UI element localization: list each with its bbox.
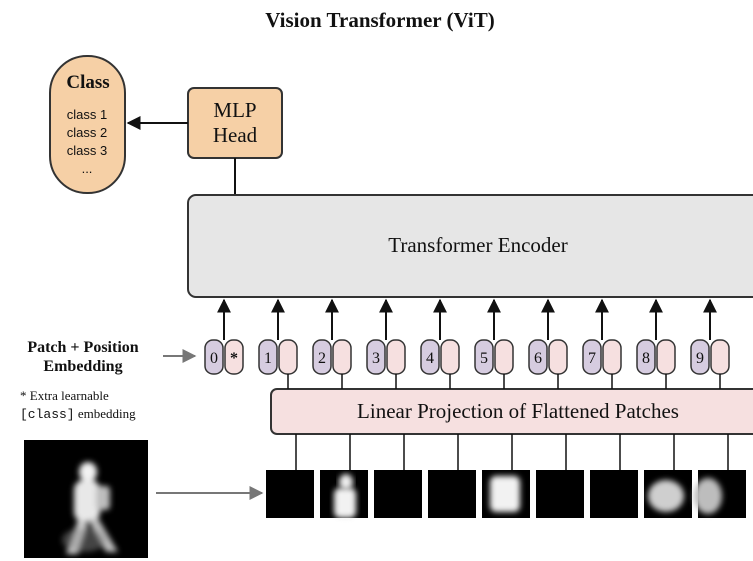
image-patch-6 [536, 434, 584, 518]
position-embedding-2 [312, 339, 332, 375]
position-embedding-6 [528, 339, 548, 375]
diagram-title: Vision Transformer (ViT) [265, 8, 494, 32]
transformer-encoder-label: Transformer Encoder [388, 233, 567, 257]
transformer-encoder-box [187, 194, 753, 298]
image-patch-2 [320, 434, 368, 518]
embedding-label-line1: Patch + Position [27, 339, 138, 356]
token-7: 7 [582, 339, 622, 375]
mlp-head-line2: Head [213, 123, 258, 147]
class-item-ellipsis: ... [82, 161, 93, 176]
image-patch-7 [590, 434, 638, 518]
image-patch-3 [374, 434, 422, 518]
token-2: 2 [312, 339, 352, 375]
class-embedding-note: [class] embedding [20, 406, 136, 422]
image-patch-9 [694, 434, 746, 518]
position-embedding-1 [258, 339, 278, 375]
position-index-7: 7 [588, 350, 596, 367]
position-embedding-5 [474, 339, 494, 375]
position-embedding-7 [582, 339, 602, 375]
token-6: 6 [528, 339, 568, 375]
position-embedding-8 [636, 339, 656, 375]
class-token-code: [class] [20, 407, 75, 422]
class-item-2: class 2 [67, 125, 107, 140]
mlp-head-line1: MLP [213, 98, 256, 122]
class-item-3: class 3 [67, 143, 107, 158]
token-5: 5 [474, 339, 514, 375]
position-index-0: 0 [210, 350, 218, 367]
class-embedding-note-rest: embedding [75, 406, 137, 421]
position-index-9: 9 [696, 350, 704, 367]
patch-embedding-1 [278, 339, 298, 375]
position-embedding-9 [690, 339, 710, 375]
token-0: 0* [204, 339, 244, 375]
image-patch-5 [482, 434, 530, 518]
patch-embedding-5 [494, 339, 514, 375]
patch-sequence [266, 434, 746, 518]
position-index-5: 5 [480, 350, 488, 367]
extra-learnable-note: * Extra learnable [20, 388, 109, 403]
class-output-box [49, 55, 126, 194]
token-4: 4 [420, 339, 460, 375]
patch-embedding-8 [656, 339, 676, 375]
patch-embedding-6 [548, 339, 568, 375]
position-index-1: 1 [264, 350, 272, 367]
class-item-1: class 1 [67, 107, 107, 122]
token-9: 9 [690, 339, 730, 375]
position-index-3: 3 [372, 350, 380, 367]
linear-projection-label: Linear Projection of Flattened Patches [357, 399, 679, 423]
patch-embedding-0 [224, 339, 244, 375]
class-token-marker: * [230, 350, 238, 367]
patch-embedding-7 [602, 339, 622, 375]
image-patch-8 [644, 434, 692, 518]
position-index-8: 8 [642, 350, 650, 367]
image-patch-1 [266, 434, 314, 518]
linear-projection-box [270, 388, 753, 435]
patch-embedding-2 [332, 339, 352, 375]
position-index-2: 2 [318, 350, 326, 367]
token-8: 8 [636, 339, 676, 375]
input-image [24, 440, 148, 558]
position-embedding-4 [420, 339, 440, 375]
position-embedding-3 [366, 339, 386, 375]
class-heading: Class [66, 72, 109, 93]
position-index-6: 6 [534, 350, 542, 367]
patch-embedding-4 [440, 339, 460, 375]
token-3: 3 [366, 339, 406, 375]
token-1: 1 [258, 339, 298, 375]
image-patch-4 [428, 434, 476, 518]
embedding-label-line2: Embedding [43, 358, 122, 375]
patch-embedding-9 [710, 339, 730, 375]
position-embedding-0 [204, 339, 224, 375]
position-index-4: 4 [426, 350, 434, 367]
patch-embedding-3 [386, 339, 406, 375]
